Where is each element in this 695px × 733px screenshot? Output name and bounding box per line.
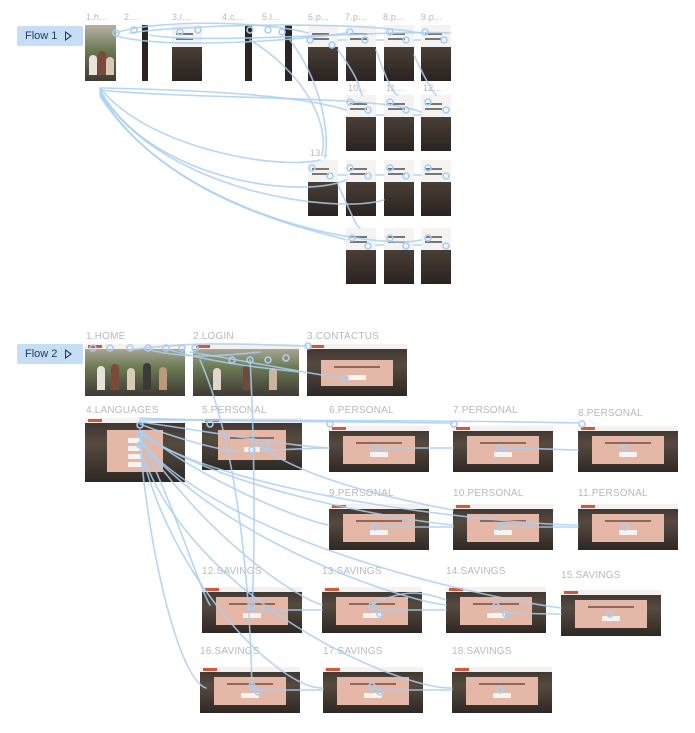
f2-frame-13[interactable] [308,160,338,216]
frame-label-f2-5: 5.l... [262,12,281,22]
frame-label-personal-7: 7.PERSONAL [453,405,518,416]
frame-label-contactus: 3.CONTACTUS [307,331,380,342]
frame-label-personal-10: 10.PERSONAL [453,488,524,499]
frame-personal-11[interactable] [578,504,678,550]
f2-frame-12[interactable] [421,95,451,151]
frame-label-f2-8: 8.p... [383,12,405,22]
f2-frame-14[interactable] [346,160,376,216]
frame-label-home: 1.HOME [86,331,126,342]
flow-1-label: Flow 2 [25,348,58,360]
frame-label-f2-2: 2.... [124,12,141,22]
flow-2-label: Flow 1 [25,30,58,42]
f2-frame-11[interactable] [384,95,414,151]
f2-frame-15[interactable] [384,160,414,216]
f2-frame-18[interactable] [384,228,414,284]
frame-savings-18[interactable] [452,667,552,713]
f2-frame-5[interactable] [262,25,292,81]
play-icon [65,349,73,359]
frame-label-f2-7: 7.p... [345,12,367,22]
f2-frame-10[interactable] [346,95,376,151]
frame-label-f2-13: 13... [310,148,329,158]
f2-frame-9[interactable] [421,25,451,81]
frame-label-personal-5: 5.PERSONAL [202,405,267,416]
frame-login[interactable] [193,344,299,396]
frame-personal-10[interactable] [453,504,553,550]
f2-frame-17[interactable] [346,228,376,284]
frame-label-savings-15: 15.SAVINGS [561,570,621,581]
frame-savings-12[interactable] [202,587,302,633]
frame-label-f2-3: 3.l... [172,12,191,22]
flow-1-start-button[interactable]: Flow 2 [17,344,83,364]
flow-2-start-button[interactable]: Flow 1 [17,26,83,46]
frame-label-f2-10: 10... [348,83,367,93]
frame-savings-13[interactable] [322,587,422,633]
frame-label-savings-16: 16.SAVINGS [200,646,260,657]
frame-savings-17[interactable] [323,667,423,713]
frame-personal-6[interactable] [329,426,429,472]
frame-label-savings-18: 18.SAVINGS [452,646,512,657]
f2-frame-home[interactable] [85,25,116,81]
frame-savings-16[interactable] [200,667,300,713]
frame-contactus[interactable] [307,344,407,396]
f2-frame-8[interactable] [384,25,414,81]
frame-label-savings-17: 17.SAVINGS [323,646,383,657]
frame-label-personal-9: 9.PERSONAL [329,488,394,499]
f2-frame-6[interactable] [308,25,338,81]
frame-label-f2-4: 4.c... [222,12,243,22]
frame-languages[interactable] [85,418,185,482]
frame-savings-15[interactable] [561,590,661,636]
frame-label-savings-14: 14.SAVINGS [446,566,506,577]
frame-personal-8[interactable] [578,426,678,472]
frame-label-personal-11: 11.PERSONAL [578,488,648,499]
frame-label-f2-1: 1.h... [86,12,108,22]
frame-label-f2-6: 6.p... [308,12,330,22]
frame-label-f2-9: 9.p... [421,12,443,22]
f2-frame-3[interactable] [172,25,202,81]
frame-personal-5[interactable] [202,418,302,470]
frame-label-personal-8: 8.PERSONAL [578,408,643,419]
f2-frame-4[interactable] [222,25,252,81]
frame-label-languages: 4.LANGUAGES [86,405,159,416]
frame-label-personal-6: 6.PERSONAL [329,405,394,416]
f2-frame-16[interactable] [421,160,451,216]
frame-savings-14[interactable] [446,587,546,633]
f2-frame-19[interactable] [421,228,451,284]
frame-label-f2-12: 12... [423,83,442,93]
f2-frame-7[interactable] [346,25,376,81]
f2-frame-2[interactable] [124,25,148,81]
frame-home[interactable] [85,344,185,396]
play-icon [65,31,73,41]
frame-label-f2-11: 11... [386,83,404,93]
frame-label-savings-12: 12.SAVINGS [202,566,262,577]
frame-personal-7[interactable] [453,426,553,472]
frame-label-savings-13: 13.SAVINGS [322,566,382,577]
frame-personal-9[interactable] [329,504,429,550]
frame-label-login: 2.LOGIN [193,331,234,342]
